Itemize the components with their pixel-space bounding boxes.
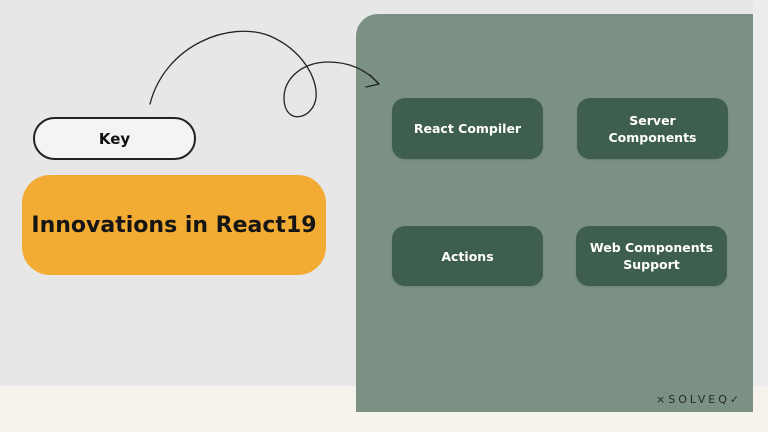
innovation-card-server-components: Server Components	[577, 98, 728, 159]
title-pill: Innovations in React19	[22, 175, 326, 275]
innovation-card-label: React Compiler	[413, 121, 522, 136]
innovation-card-web-components-support: Web Components Support	[576, 226, 727, 286]
innovation-card-actions: Actions	[392, 226, 543, 286]
right-edge-strip	[753, 0, 768, 386]
solveq-logo: ×SOLVEQ✓	[656, 391, 748, 407]
logo-text: ×SOLVEQ✓	[656, 392, 743, 406]
key-label-text: Key	[98, 129, 131, 148]
key-label-pill: Key	[33, 117, 196, 160]
innovation-card-label: Actions	[441, 248, 494, 264]
innovation-card-label: Server Components	[608, 112, 697, 145]
innovations-panel	[356, 14, 753, 412]
innovation-card-label: Web Components Support	[589, 240, 714, 272]
innovation-card-react-compiler: React Compiler	[392, 98, 543, 159]
title-text: Innovations in React19	[31, 212, 317, 238]
